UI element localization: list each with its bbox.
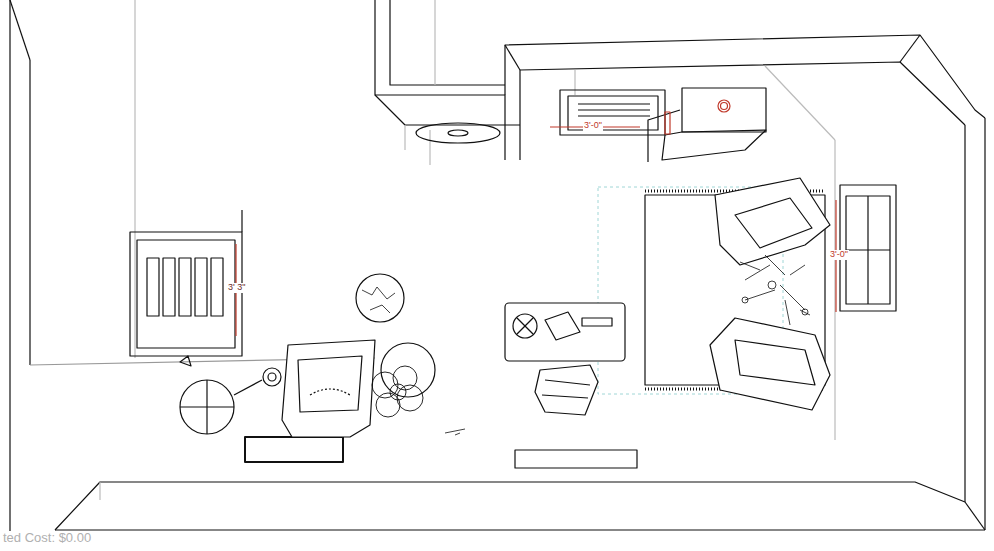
table-icon [582,318,612,326]
cabinet-top [682,88,766,132]
window [130,232,242,356]
wall-line [765,66,835,140]
dimension-label: 3' 3" [227,283,246,293]
table-icon [513,314,537,338]
cabinet [568,96,658,130]
wall-line [984,118,985,530]
globe [356,274,404,322]
drawer-line [578,103,650,104]
dimension-label: 3'-0" [583,121,603,131]
side-chair [545,380,590,385]
window-pane [195,258,207,316]
plant [372,366,423,417]
drum-lamp [234,380,262,395]
wall-line [55,482,965,530]
wall-line [505,35,985,118]
window-pane [147,258,159,316]
wall-line [834,140,835,440]
armchair [282,340,375,437]
ottoman [381,343,435,397]
armchair-seat [735,198,812,248]
floor-mat [515,450,637,468]
cabinet-side [662,130,766,160]
armchair [715,178,830,265]
table-icon [517,318,533,334]
side-chair [535,365,598,415]
drum-lamp [180,380,234,434]
wall-line [10,0,30,60]
lamp-base [268,373,276,381]
window-pane [211,258,223,316]
wall-line [965,502,985,530]
wall-line [99,482,100,500]
globe [362,287,395,313]
table-icon [545,312,580,340]
drawer-line [578,109,650,110]
wall-line [404,125,405,150]
wall-line [29,60,30,365]
table-icon [517,318,533,334]
armchair-seat [735,340,815,385]
wall-line [520,62,965,160]
outlet [180,356,191,366]
wall-line [9,0,10,545]
floor-mat [245,437,343,462]
drum-lamp [206,380,207,434]
window-pane [179,258,191,316]
armchair-seat [298,356,362,412]
wall-line [375,95,520,125]
cost-label: ted Cost: $0.00 [2,531,92,545]
wall-line [55,529,985,530]
armchair-throw [310,389,350,395]
floor-mark [445,429,465,435]
window [840,185,896,311]
ceiling-light [448,130,468,136]
cabinet [560,90,665,135]
window-pane [846,249,890,250]
wall-line [434,0,435,85]
marker [718,100,730,112]
wall-line [900,35,920,62]
wall-line [134,0,135,358]
side-chair [542,395,588,398]
plant [740,255,810,325]
dimension-label: 3'-0" [829,250,849,260]
window [846,196,890,304]
coffee-table [505,303,625,361]
armchair [710,318,830,410]
wall-line [429,130,430,165]
ceiling-light [416,123,500,143]
leader-line [241,210,242,232]
wall-line [964,125,965,502]
window-pane [163,258,175,316]
marker [721,103,728,110]
wall-line [390,0,505,85]
drawer-line [578,115,650,116]
lamp-base [263,368,281,386]
window [137,240,235,348]
wall-line [574,70,575,95]
stand [648,110,680,162]
wall-line [505,45,520,70]
marker [665,112,670,134]
wall-line [375,0,505,160]
